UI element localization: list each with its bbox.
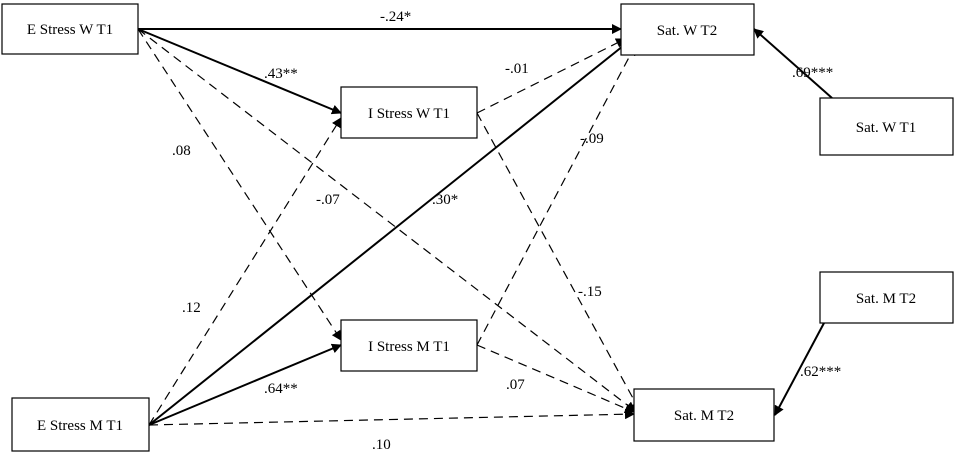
coef-i-stress-w-to-sat-m-t2: -.15: [578, 284, 602, 300]
node-i-stress-w-t1: I Stress W T1: [340, 86, 478, 139]
path-e-stress-w-to-i-stress-w: [137, 28, 342, 115]
coef-e-stress-w-to-sat-w-t2: -.24*: [380, 9, 411, 25]
coef-i-stress-w-to-sat-w-t2: -.01: [505, 61, 529, 77]
path-e-stress-w-to-i-stress-m: [137, 28, 342, 341]
path-i-stress-m-to-sat-m-t2: [476, 344, 635, 414]
path-e-stress-m-to-i-stress-m: [148, 343, 342, 426]
node-sat-w-t2: Sat. W T2: [620, 3, 755, 56]
node-i-stress-m-t1: I Stress M T1: [340, 319, 478, 372]
node-label: Sat. M T2: [674, 408, 734, 424]
node-label: Sat. W T1: [856, 120, 916, 136]
coef-i-stress-m-to-sat-w-t2: -.09: [580, 131, 604, 147]
coef-sat-w-t1-to-sat-w-t2: .69***: [792, 65, 833, 81]
coef-e-stress-w-to-sat-m-t2: -.07: [316, 192, 340, 208]
path-e-stress-m-to-sat-w-t2: [148, 41, 629, 426]
node-sat-m-t2-right: Sat. M T2: [819, 271, 954, 324]
node-label: Sat. W T2: [657, 23, 717, 39]
node-sat-w-t1: Sat. W T1: [819, 97, 954, 156]
node-e-stress-w-t1: E Stress W T1: [1, 3, 139, 55]
node-label: I Stress W T1: [368, 106, 450, 122]
node-label: Sat. M T2: [856, 291, 916, 307]
node-sat-m-t2: Sat. M T2: [633, 388, 775, 442]
path-i-stress-w-to-sat-m-t2: [476, 112, 641, 412]
coef-e-stress-m-to-sat-w-t2: .30*: [432, 192, 458, 208]
coef-sat-m-t2-right-to-sat-m-t2: .62***: [800, 364, 841, 380]
path-e-stress-m-to-i-stress-w: [148, 117, 342, 426]
coef-e-stress-w-to-i-stress-m: .08: [172, 143, 191, 159]
coef-e-stress-m-to-i-stress-m: .64**: [264, 381, 298, 397]
coef-e-stress-w-to-i-stress-w: .43**: [264, 66, 298, 82]
coef-i-stress-m-to-sat-m-t2: .07: [506, 377, 525, 393]
node-e-stress-m-t1: E Stress M T1: [11, 397, 150, 452]
node-label: E Stress M T1: [37, 418, 123, 434]
path-sat-w-t1-to-sat-w-t2: [753, 28, 833, 99]
coef-e-stress-m-to-sat-m-t2: .10: [372, 437, 391, 453]
node-label: I Stress M T1: [368, 339, 450, 355]
coef-e-stress-m-to-i-stress-w: .12: [182, 300, 201, 316]
path-i-stress-w-to-sat-w-t2: [476, 38, 626, 114]
path-e-stress-m-to-sat-m-t2: [148, 409, 635, 426]
path-sat-m-t2-right-to-sat-m-t2: [774, 322, 825, 416]
node-label: E Stress W T1: [27, 22, 113, 38]
path-i-stress-m-to-sat-w-t2: [476, 45, 636, 346]
